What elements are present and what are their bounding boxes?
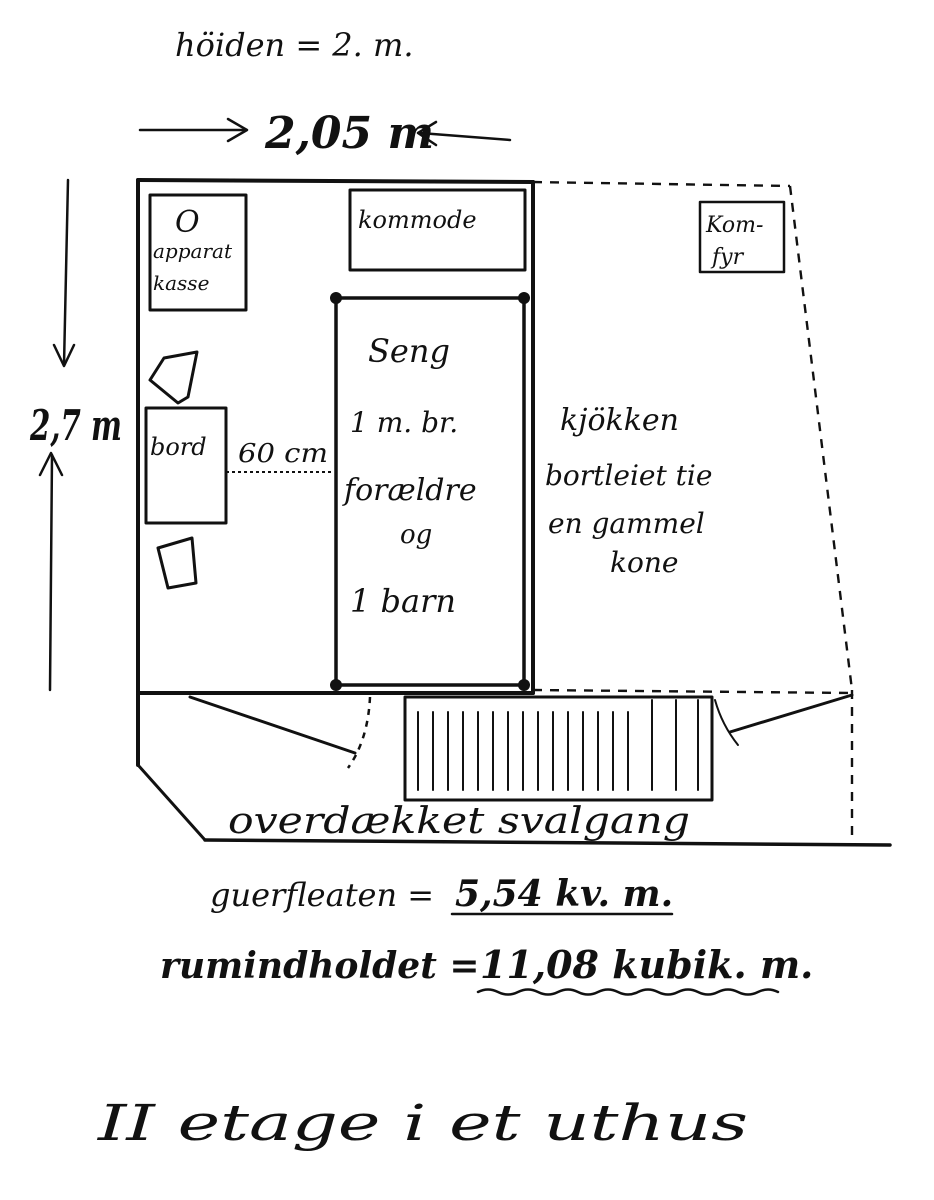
depth-dimension-label: 2,7 m [29, 401, 122, 450]
room-outline [136, 178, 892, 847]
apparat-symbol: O [175, 205, 200, 240]
width-dimension-label: 2,05 m [264, 108, 434, 159]
height-note: höiden = 2. m. [175, 26, 414, 64]
seng: Seng 1 m. br. forældre og 1 barn [330, 292, 530, 691]
kitchen-label: kjökken [560, 403, 679, 438]
chair-upper [148, 350, 199, 405]
komfyr-label-1: Kom- [705, 213, 763, 238]
volume-label: rumindholdet = [160, 945, 480, 987]
volume-value: 11,08 kubik. m. [480, 942, 813, 987]
bed-label-child: 1 barn [350, 582, 456, 620]
gallery-features [188, 693, 854, 802]
kitchen-note-3: kone [610, 546, 678, 579]
chair-lower [156, 536, 198, 590]
volume-line: rumindholdet = 11,08 kubik. m. [160, 942, 813, 996]
area-label: guerfleaten = [210, 876, 434, 914]
apparat-kasse: O apparat kasse [148, 193, 248, 312]
bed-label-seng: Seng [368, 332, 450, 370]
depth-dimension: 2,7 m [29, 178, 122, 692]
width-dimension: 2,05 m [138, 108, 512, 159]
gap-dimension-label: 60 cm [238, 439, 328, 469]
gallery-label: overdækket svalgang [228, 801, 690, 842]
bed-label-width: 1 m. br. [350, 406, 458, 439]
kommode: kommode [348, 188, 527, 272]
bed-label-parents: forældre [342, 473, 477, 508]
bord: bord [144, 406, 228, 525]
stair-treads [417, 699, 699, 791]
kitchen-note-1: bortleiet tie [545, 459, 712, 492]
komfyr-label-2: fyr [710, 245, 745, 270]
area-value: 5,54 kv. m. [455, 873, 673, 915]
gap-dimension: 60 cm [226, 439, 333, 473]
area-line: guerfleaten = 5,54 kv. m. [210, 873, 674, 916]
kitchen-area: Kom- fyr kjökken bortleiet tie en gammel… [532, 180, 854, 840]
kitchen-note-2: en gammel [548, 507, 705, 540]
bed-label-and: og [400, 520, 432, 550]
kasse-label: kasse [153, 271, 209, 295]
kommode-label: kommode [358, 206, 477, 234]
caption: II etage i et uthus [97, 1094, 748, 1152]
apparat-label: apparat [153, 239, 233, 263]
bord-label: bord [150, 433, 207, 461]
